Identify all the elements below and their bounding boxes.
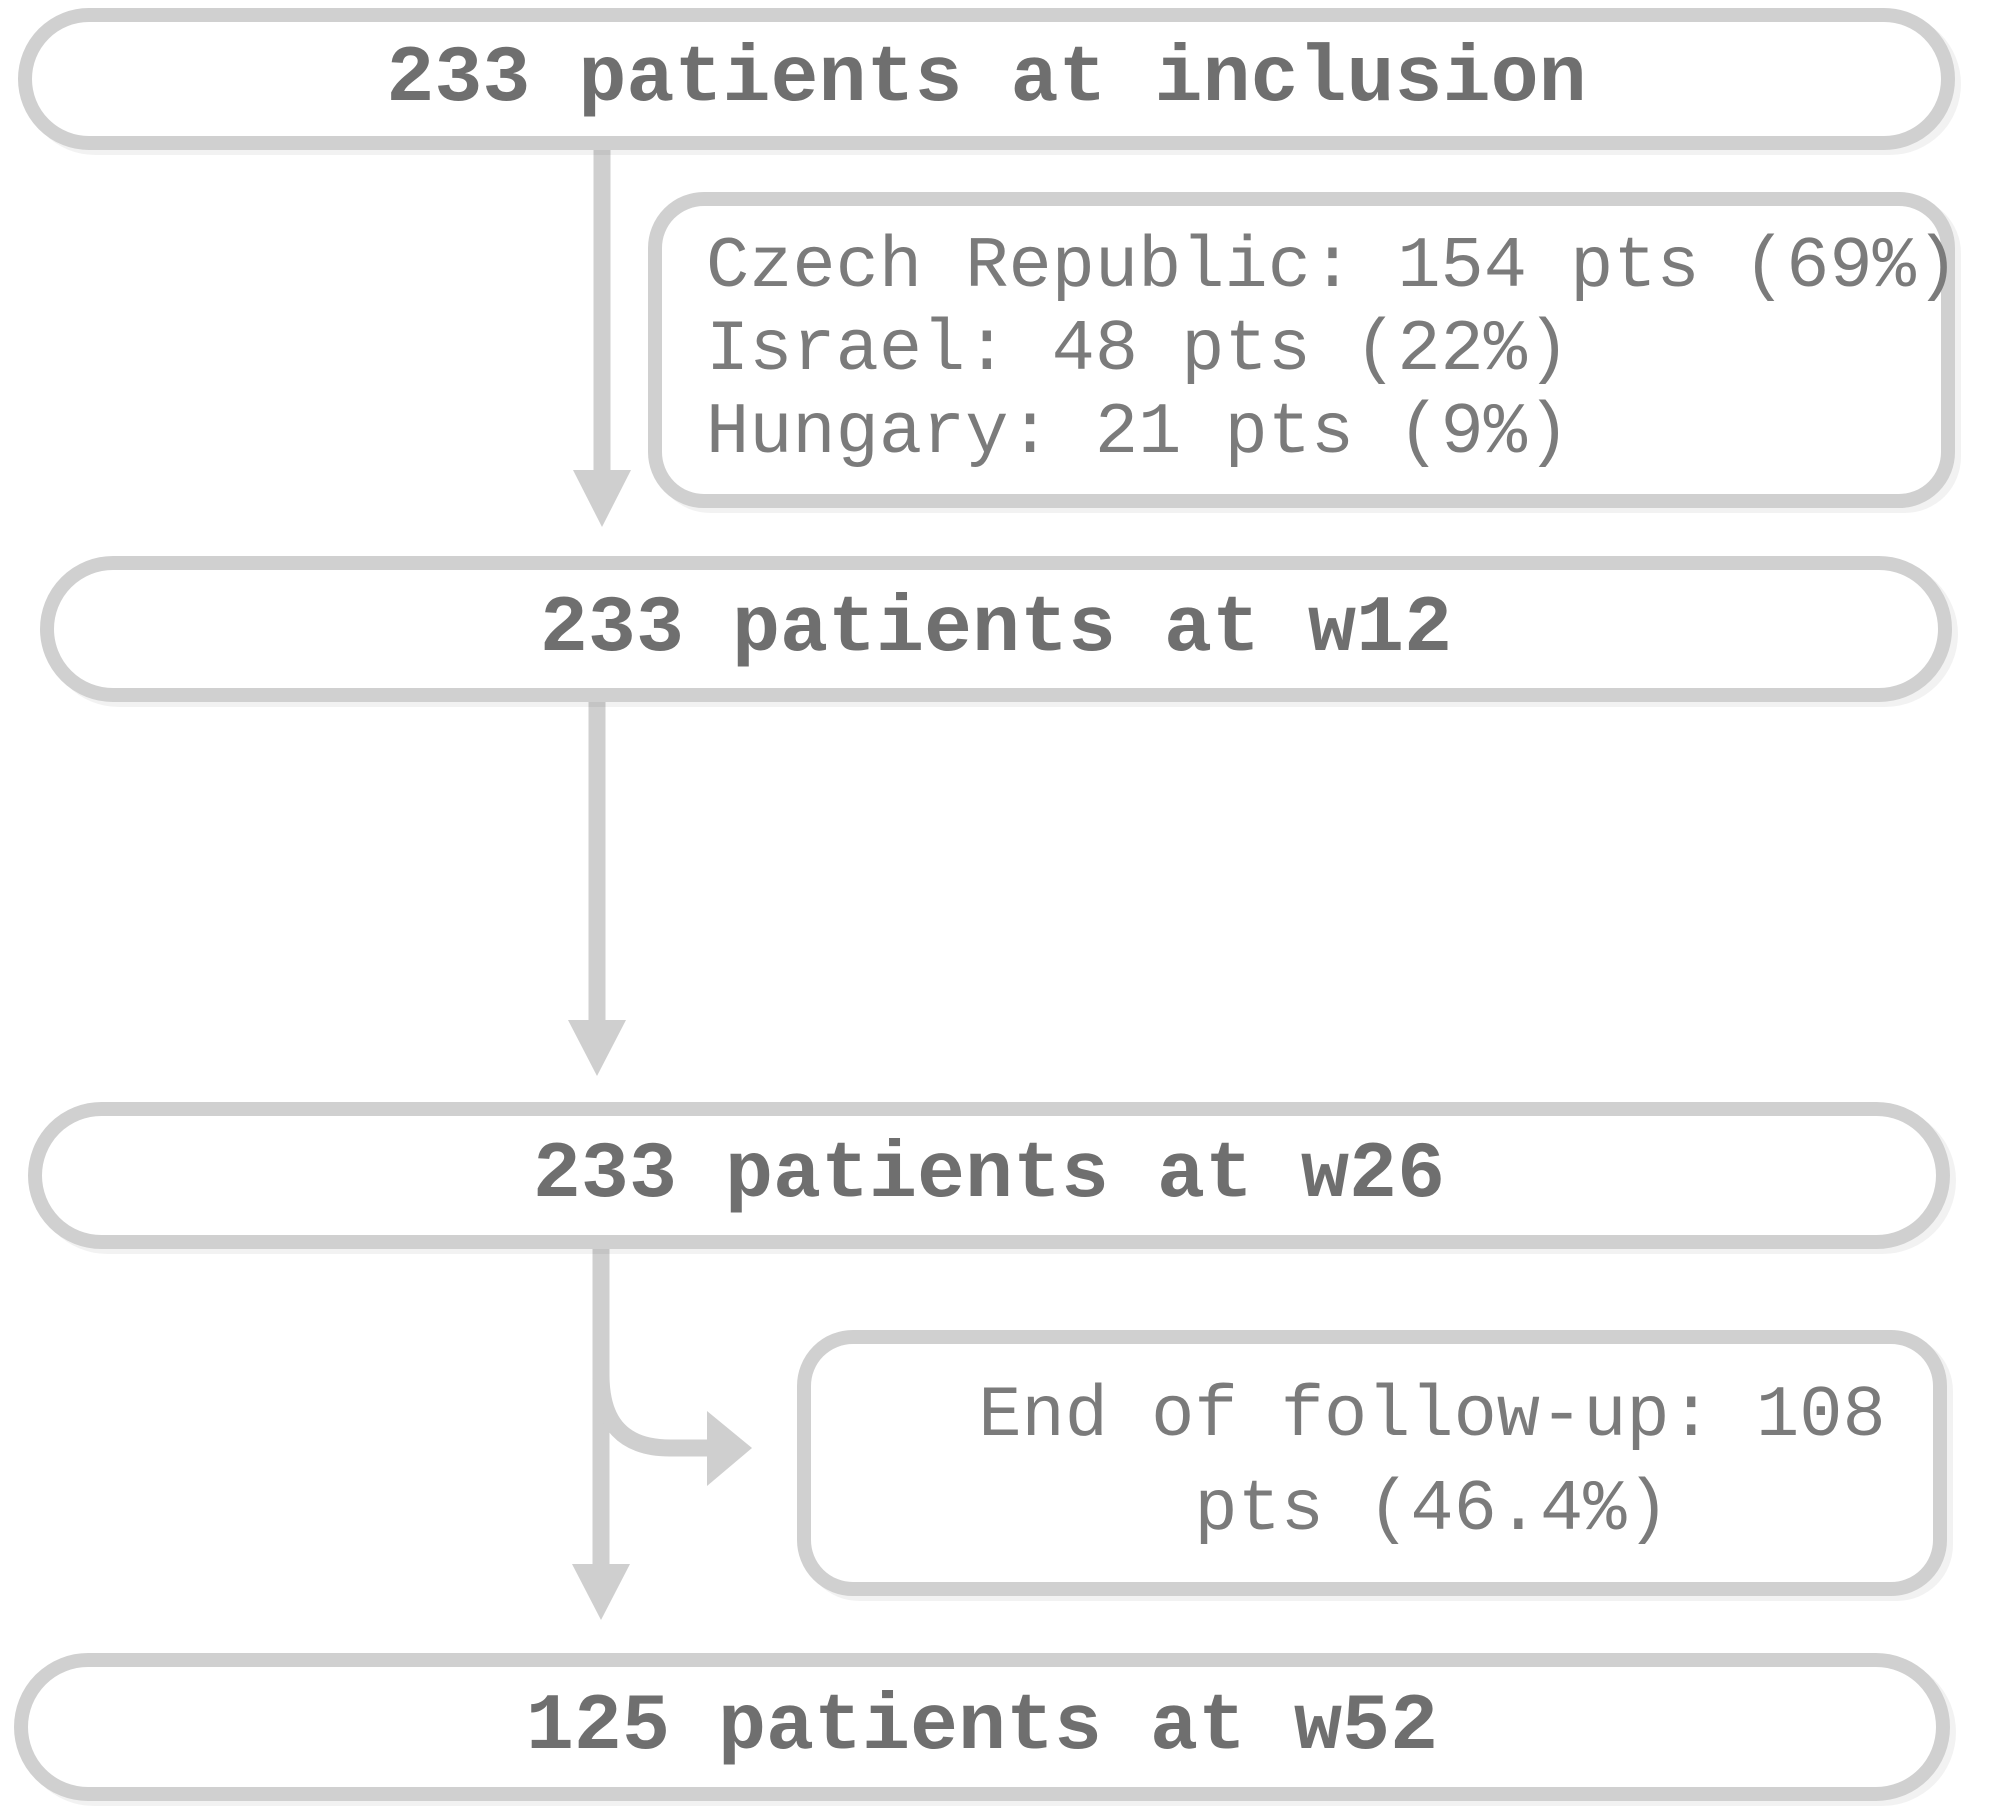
arrow-inclusion-to-w12 — [573, 147, 631, 527]
arrowhead-down-icon — [572, 1564, 630, 1620]
node-w26-label: 233 patients at w26 — [532, 1130, 1446, 1221]
note-line-israel: Israel: 48 pts (22%) — [706, 308, 1571, 391]
arrowhead-down-icon — [573, 470, 631, 527]
node-w52-label: 125 patients at w52 — [525, 1681, 1439, 1773]
node-w12: 233 patients at w12 — [40, 556, 1952, 702]
note-end-of-followup: End of follow-up: 108 pts (46.4%) — [797, 1330, 1947, 1596]
note-country-breakdown: Czech Republic: 154 pts (69%) Israel: 48… — [648, 192, 1960, 508]
note-line-end-of-followup-2: pts (46.4%) — [1194, 1469, 1670, 1551]
node-w12-label: 233 patients at w12 — [539, 583, 1453, 675]
node-w52: 125 patients at w52 — [14, 1653, 1950, 1801]
arrow-w12-to-w26 — [568, 702, 626, 1076]
arrow-curve — [592, 1374, 707, 1457]
arrowhead-right-icon — [707, 1411, 752, 1486]
arrowhead-down-icon — [568, 1020, 626, 1076]
note-line-czech-republic: Czech Republic: 154 pts (69%) — [706, 225, 1960, 308]
arrow-branch-to-end-of-followup — [592, 1374, 752, 1486]
note-line-end-of-followup-1: End of follow-up: 108 — [978, 1375, 1886, 1457]
node-inclusion: 233 patients at inclusion — [18, 8, 1955, 150]
node-w26: 233 patients at w26 — [28, 1102, 1950, 1249]
note-line-hungary: Hungary: 21 pts (9%) — [706, 391, 1571, 474]
node-inclusion-label: 233 patients at inclusion — [386, 33, 1587, 125]
